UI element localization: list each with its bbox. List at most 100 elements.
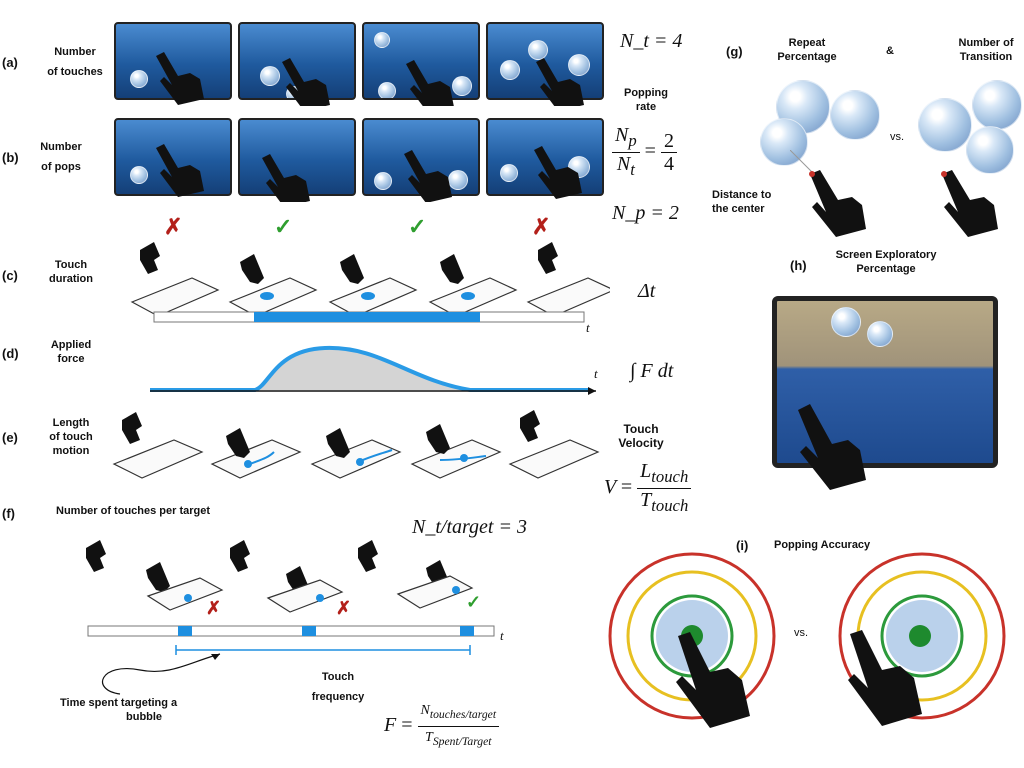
bubble	[500, 164, 518, 182]
formula-n-per-target: N_t/target = 3	[412, 516, 527, 538]
touch-duration-sequence	[130, 242, 610, 323]
duration-bar	[254, 312, 480, 322]
bubble	[374, 32, 390, 48]
hand-icon	[156, 52, 204, 105]
formula-np: N_p = 2	[612, 202, 679, 224]
jellyfish-bubble	[760, 118, 808, 166]
hand-icon	[848, 630, 922, 726]
hand-icon	[404, 150, 452, 202]
hand-icon	[538, 242, 558, 274]
panel-f-title: Number of touches per target	[56, 505, 211, 517]
panel-a-tag: (a)	[2, 55, 18, 70]
panel-g-tag: (g)	[726, 44, 743, 59]
time-spent-note: Time spent targeting a bubble	[60, 696, 177, 724]
panel-e-label: Length of touch motion	[36, 416, 106, 458]
distance-to-center-line2: the center	[712, 203, 765, 215]
screen-exploratory-title-line2: Percentage	[856, 263, 916, 275]
popping-accuracy-title: Popping Accuracy	[774, 539, 871, 551]
popping-rate-title-line2: rate	[635, 101, 657, 113]
number-of-transition-title-line2: Transition	[959, 51, 1013, 63]
panel-c-tag: (c)	[2, 268, 18, 283]
panel-e-label-line1: Length	[52, 417, 90, 429]
note-arrow	[102, 653, 221, 695]
touch-frequency-title-line2: frequency	[311, 691, 365, 703]
formula-force-integral: ∫ F dt	[630, 360, 674, 382]
time-spent-note-line2: bubble	[126, 711, 163, 723]
hand-icon	[140, 242, 160, 274]
hand-icon	[942, 170, 998, 237]
fish-bubble	[966, 126, 1014, 174]
touch-frequency-title-line1: Touch	[321, 671, 355, 683]
hands-row-a	[156, 52, 584, 106]
pop-outcome-cross-icon: ✗	[164, 214, 183, 239]
pop-outcome-check-icon: ✓	[408, 214, 427, 239]
bubble	[130, 166, 148, 184]
number-of-transition-title-line1: Number of	[958, 37, 1014, 49]
hand-icon	[676, 632, 750, 728]
time-spent-note-line1: Time spent targeting a	[60, 697, 178, 709]
popping-rate-title-line1: Popping	[624, 87, 668, 99]
number-of-transition-title: Number of Transition	[946, 36, 1024, 64]
bubble	[867, 321, 893, 347]
popping-rate-title: Popping rate	[616, 86, 676, 114]
hand-icon	[340, 254, 364, 284]
tablet-icon	[310, 439, 402, 479]
hand-icon	[226, 428, 250, 458]
tablet-icon	[266, 579, 344, 613]
hand-icon	[230, 540, 250, 572]
touch-motion-sequence	[112, 410, 600, 479]
axis-t-d: t	[594, 366, 598, 381]
hand-icon	[122, 412, 142, 444]
target-outcome-cross-icon: ✗	[206, 598, 222, 618]
panel-a-label: Number of touches	[40, 45, 110, 79]
hand-icon	[536, 58, 584, 106]
touch-velocity-title: Touch Velocity	[606, 422, 676, 450]
panel-d-tag: (d)	[2, 346, 19, 361]
bubble	[260, 66, 280, 86]
target-outcome-cross-icon: ✗	[336, 598, 352, 618]
panel-c-label-line1: Touch	[54, 259, 88, 271]
tablet-icon	[146, 577, 224, 611]
jellyfish-bubble	[830, 90, 880, 140]
starfish-bubble	[972, 80, 1022, 130]
hand-icon	[146, 562, 170, 592]
repeat-percentage-title: Repeat Percentage	[762, 36, 852, 64]
distance-to-center-label: Distance to the center	[712, 188, 771, 216]
hand-panel-h	[798, 404, 866, 490]
tablet-icon	[210, 439, 302, 479]
bubble	[378, 82, 396, 98]
panel-b-label-line1: Number	[40, 141, 82, 153]
bubble	[452, 76, 472, 96]
panel-h-tag: (h)	[790, 258, 807, 273]
hand-icon	[86, 540, 106, 572]
target-center	[909, 625, 931, 647]
axis-t-c: t	[586, 320, 590, 335]
panel-b-tag: (b)	[2, 150, 19, 165]
screen-exploratory-title-line1: Screen Exploratory	[835, 249, 937, 261]
vs-label-g: vs.	[890, 131, 905, 143]
ampersand: &	[886, 45, 894, 57]
hand-icon	[798, 404, 866, 490]
panel-b-label: Number of pops	[30, 140, 92, 174]
repeat-percentage-title-line2: Percentage	[777, 51, 837, 63]
touch-frequency-title: Touch frequency	[298, 670, 378, 704]
panel-a-label-line2: of touches	[47, 66, 103, 78]
panel-b-label-line2: of pops	[41, 161, 81, 173]
tablet-icon	[130, 277, 220, 317]
vs-label-i: vs.	[794, 627, 809, 639]
hand-icon	[326, 428, 350, 458]
hand-icon	[282, 58, 330, 106]
force-curve	[150, 345, 590, 392]
panel-d-label-line2: force	[57, 353, 85, 365]
hand-icon	[262, 154, 310, 202]
tablet-icon	[508, 439, 600, 479]
panel-i-tag: (i)	[736, 538, 749, 553]
hand-icon	[240, 254, 264, 284]
formula-delta-t: Δt	[638, 280, 656, 302]
tablet-screen-exploration	[772, 296, 998, 468]
bubble	[374, 172, 392, 190]
bubble	[500, 60, 520, 80]
touch-frequency-sequence	[86, 540, 495, 655]
